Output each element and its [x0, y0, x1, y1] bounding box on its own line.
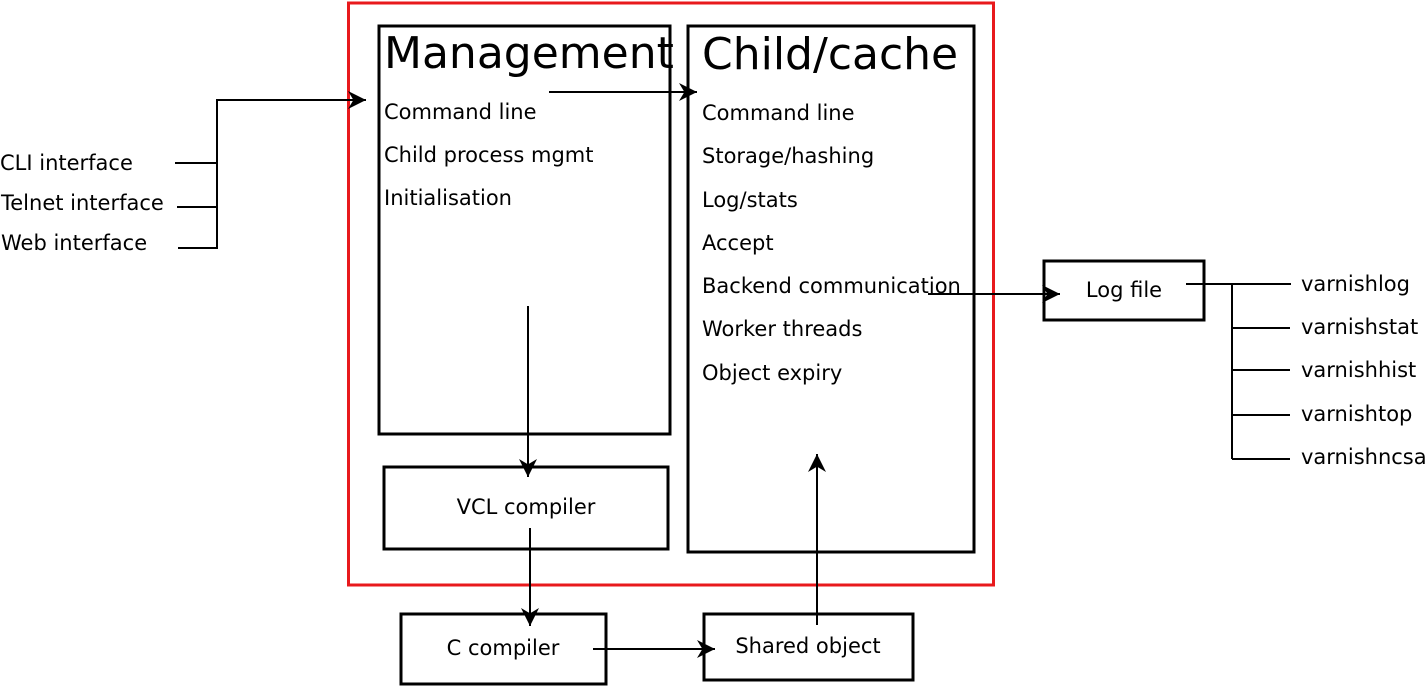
tool-varnishncsa: varnishncsa	[1301, 445, 1427, 469]
tool-varnishstat: varnishstat	[1301, 315, 1418, 339]
tool-varnishtop: varnishtop	[1301, 402, 1412, 426]
web-interface-label: Web interface	[1, 231, 147, 255]
log-tools-connector	[1186, 283, 1291, 460]
vcl-compiler-label: VCL compiler	[457, 495, 596, 519]
management-item-initialisation: Initialisation	[384, 186, 512, 210]
cli-interface-label: CLI interface	[0, 151, 133, 175]
tool-varnishhist: varnishhist	[1301, 358, 1416, 382]
child-item-command-line: Command line	[702, 101, 855, 125]
telnet-interface-label: Telnet interface	[0, 191, 164, 215]
tool-varnishlog: varnishlog	[1301, 272, 1410, 296]
management-item-child-process-mgmt: Child process mgmt	[384, 143, 594, 167]
management-item-command-line: Command line	[384, 100, 537, 124]
log-file-label: Log file	[1086, 278, 1162, 302]
child-item-backend-communication: Backend communication	[702, 274, 961, 298]
child-item-worker-threads: Worker threads	[702, 317, 862, 341]
c-compiler-label: C compiler	[447, 636, 560, 660]
child-item-storage-hashing: Storage/hashing	[702, 144, 874, 168]
management-title: Management	[384, 28, 674, 79]
interface-connector	[175, 91, 366, 249]
child-item-object-expiry: Object expiry	[702, 361, 842, 385]
child-item-accept: Accept	[702, 231, 774, 255]
child-item-log-stats: Log/stats	[702, 188, 798, 212]
management-box	[377, 24, 672, 436]
child-cache-box	[686, 24, 976, 554]
child-cache-title: Child/cache	[702, 29, 958, 80]
shared-object-label: Shared object	[735, 634, 880, 658]
